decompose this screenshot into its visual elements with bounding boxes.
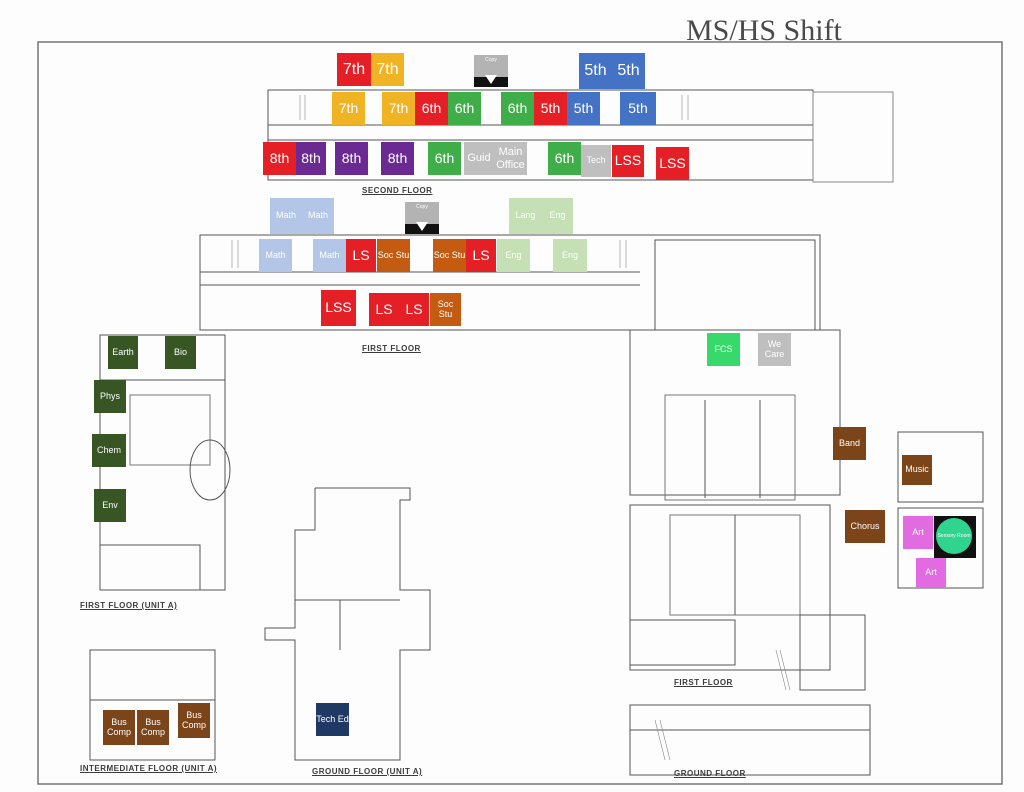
room-8th[interactable]: 8th xyxy=(335,142,368,175)
room-art[interactable]: Art xyxy=(916,558,946,588)
ground-floor-unit-a-label: GROUND FLOOR (UNIT A) xyxy=(312,767,423,776)
room-tech-ed[interactable]: Tech Ed xyxy=(316,703,349,736)
room-language[interactable]: Lang xyxy=(509,198,542,234)
ground-floor-right-label: GROUND FLOOR xyxy=(674,769,746,778)
room-business-computer[interactable]: Bus Comp xyxy=(178,703,210,738)
room-english[interactable]: Eng xyxy=(553,239,587,272)
room-lss[interactable]: LSS xyxy=(612,145,644,177)
room-business-computer[interactable]: Bus Comp xyxy=(103,710,135,745)
room-7th[interactable]: 7th xyxy=(337,53,371,86)
room-ls[interactable]: LS xyxy=(399,293,429,326)
room-social-studies[interactable]: Soc Stu xyxy=(430,293,461,326)
room-guidance[interactable]: Guid xyxy=(464,142,494,175)
room-sensory[interactable]: Sensory Room xyxy=(936,518,972,554)
room-8th[interactable]: 8th xyxy=(263,142,296,175)
room-ls[interactable]: LS xyxy=(346,239,376,272)
room-social-studies[interactable]: Soc Stu xyxy=(377,239,410,272)
room-social-studies[interactable]: Soc Stu xyxy=(433,239,466,272)
room-5th[interactable]: 5th xyxy=(534,92,567,125)
copy-room-second-floor: Copy xyxy=(474,55,508,87)
room-environmental-science[interactable]: Env xyxy=(94,489,126,522)
room-chorus[interactable]: Chorus xyxy=(845,510,885,543)
room-fcs[interactable]: FCS xyxy=(707,333,740,366)
room-5th[interactable]: 5th xyxy=(579,53,612,89)
page-title: MS/HS Shift xyxy=(686,14,842,47)
room-5th[interactable]: 5th xyxy=(567,92,600,125)
room-6th[interactable]: 6th xyxy=(448,92,481,125)
room-lss[interactable]: LSS xyxy=(321,290,356,326)
first-floor-right-label: FIRST FLOOR xyxy=(674,678,733,687)
room-art[interactable]: Art xyxy=(903,516,933,549)
room-math[interactable]: Math xyxy=(313,239,346,272)
room-6th[interactable]: 6th xyxy=(501,92,534,125)
room-6th[interactable]: 6th xyxy=(548,142,581,175)
room-physics[interactable]: Phys xyxy=(94,380,126,413)
room-english[interactable]: Eng xyxy=(542,198,573,234)
room-band[interactable]: Band xyxy=(833,427,866,460)
room-tech[interactable]: Tech xyxy=(581,145,611,177)
room-ls[interactable]: LS xyxy=(466,239,496,272)
room-8th[interactable]: 8th xyxy=(296,142,326,175)
first-floor-center-label: FIRST FLOOR xyxy=(362,344,421,353)
room-5th[interactable]: 5th xyxy=(612,53,645,89)
intermediate-floor-label: INTERMEDIATE FLOOR (UNIT A) xyxy=(80,764,218,773)
second-floor-label: SECOND FLOOR xyxy=(362,186,433,195)
room-8th[interactable]: 8th xyxy=(381,142,414,175)
copy-room-first-floor: Copy xyxy=(405,202,439,234)
down-arrow-icon xyxy=(416,222,428,231)
room-chemistry[interactable]: Chem xyxy=(92,434,126,467)
copy-label: Copy xyxy=(416,204,428,210)
room-6th[interactable]: 6th xyxy=(415,92,448,125)
copy-label: Copy xyxy=(485,57,497,63)
room-business-computer[interactable]: Bus Comp xyxy=(137,710,169,745)
room-7th[interactable]: 7th xyxy=(332,92,365,125)
room-biology[interactable]: Bio xyxy=(165,336,196,369)
room-ls[interactable]: LS xyxy=(369,293,399,326)
room-7th[interactable]: 7th xyxy=(382,92,415,125)
first-floor-unit-a-label: FIRST FLOOR (UNIT A) xyxy=(80,601,178,610)
room-5th[interactable]: 5th xyxy=(620,92,656,125)
room-math[interactable]: Math xyxy=(270,198,302,234)
room-math[interactable]: Math xyxy=(302,198,334,234)
room-7th[interactable]: 7th xyxy=(371,53,404,86)
room-lss[interactable]: LSS xyxy=(656,147,689,180)
room-we-care[interactable]: We Care xyxy=(758,333,791,366)
down-arrow-icon xyxy=(485,75,497,84)
room-earth-science[interactable]: Earth xyxy=(108,336,138,369)
room-6th[interactable]: 6th xyxy=(428,142,461,175)
room-main-office[interactable]: Main Office xyxy=(494,142,527,175)
room-music[interactable]: Music xyxy=(902,455,932,485)
room-math[interactable]: Math xyxy=(259,239,292,272)
room-english[interactable]: Eng xyxy=(497,239,530,272)
